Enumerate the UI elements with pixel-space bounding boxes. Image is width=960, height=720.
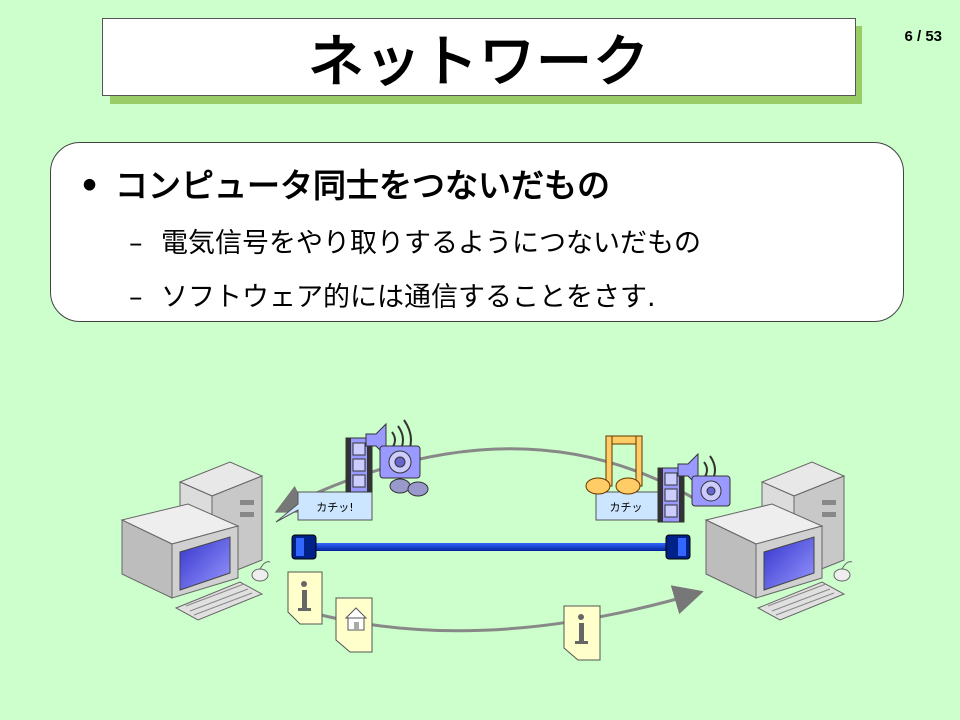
page-number: 6 / 53: [904, 28, 942, 45]
left-computer-icon: [120, 461, 271, 621]
slide-title: ネットワーク: [308, 29, 650, 95]
dash-icon: –: [129, 282, 143, 313]
sub-bullet-text: 電気信号をやり取りするようにつないだもの: [161, 228, 701, 259]
content-box: • コンピュータ同士をつないだもの –電気信号をやり取りするようにつないだもの –…: [50, 142, 904, 322]
home-document-icon: [335, 597, 373, 653]
top-arrow: [274, 447, 706, 513]
media-icon-cluster-right: [657, 452, 731, 523]
sub-bullet-2: –ソフトウェア的には通信することをさす.: [129, 275, 656, 314]
left-callout: カチッ!: [275, 491, 373, 523]
info-document-icon: [287, 571, 323, 625]
main-bullet-text: コンピュータ同士をつないだもの: [115, 166, 610, 205]
sub-bullet-1: –電気信号をやり取りするようにつないだもの: [129, 221, 701, 260]
network-cable-icon: [291, 534, 691, 560]
left-callout-text: カチッ!: [316, 501, 353, 514]
bullet-dot-icon: •: [79, 166, 101, 205]
main-bullet: • コンピュータ同士をつないだもの: [79, 159, 610, 207]
right-computer-icon: [704, 461, 853, 621]
music-note-icon: [585, 435, 643, 495]
sub-bullet-text: ソフトウェア的には通信することをさす.: [161, 282, 656, 313]
media-icon-cluster-left: [345, 419, 429, 497]
right-callout-text: カチッ: [610, 501, 643, 514]
title-box: ネットワーク: [102, 18, 856, 96]
dash-icon: –: [129, 228, 143, 259]
info-document-icon: [563, 605, 601, 661]
